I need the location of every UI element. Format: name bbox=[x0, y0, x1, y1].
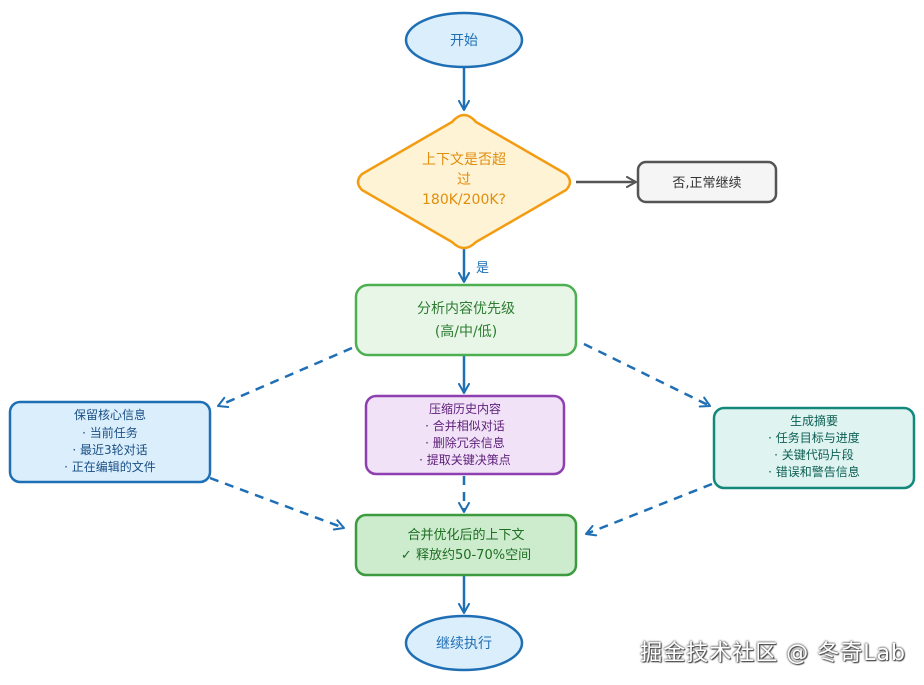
node-decision-line-2: 过 bbox=[457, 172, 471, 188]
edge-keep-core-to-merged bbox=[209, 476, 345, 531]
edge-summary-to-merged bbox=[585, 482, 713, 537]
node-compress: 压缩历史内容 · 合并相似对话 · 删除冗余信息 · 提取关键决策点 bbox=[364, 394, 566, 476]
node-compress-line-1: 压缩历史内容 bbox=[429, 401, 501, 416]
node-compress-line-3: · 删除冗余信息 bbox=[425, 435, 505, 450]
node-decision-line-1: 上下文是否超 bbox=[422, 152, 506, 168]
node-summary-line-4: · 错误和警告信息 bbox=[768, 464, 860, 479]
node-compress-line-2: · 合并相似对话 bbox=[425, 418, 505, 433]
node-end: 继续执行 bbox=[404, 614, 524, 672]
node-compress-line-4: · 提取关键决策点 bbox=[419, 452, 511, 467]
node-no-branch: 否,正常继续 bbox=[636, 160, 778, 204]
node-no-branch-label: 否,正常继续 bbox=[672, 176, 741, 191]
node-merged-line-2: ✓ 释放约50-70%空间 bbox=[401, 548, 531, 563]
node-keep-core-line-2: · 当前任务 bbox=[82, 425, 138, 440]
node-summary-line-2: · 任务目标与进度 bbox=[768, 430, 860, 445]
node-keep-core: 保留核心信息 · 当前任务 · 最近3轮对话 · 正在编辑的文件 bbox=[8, 400, 212, 484]
edges: 是 bbox=[209, 68, 713, 614]
node-summary: 生成摘要 · 任务目标与进度 · 关键代码片段 · 错误和警告信息 bbox=[712, 406, 916, 490]
node-keep-core-line-3: · 最近3轮对话 bbox=[72, 443, 147, 457]
node-merged: 合并优化后的上下文 ✓ 释放约50-70%空间 bbox=[354, 513, 578, 577]
node-start-label: 开始 bbox=[450, 33, 478, 49]
node-analyze-line-2: (高/中/低) bbox=[435, 323, 497, 340]
node-summary-line-1: 生成摘要 bbox=[790, 413, 838, 428]
node-keep-core-line-4: · 正在编辑的文件 bbox=[64, 459, 156, 474]
edge-analyze-to-summary bbox=[583, 342, 711, 408]
node-decision-line-3: 180K/200K? bbox=[422, 192, 506, 208]
edge-analyze-to-keep-core bbox=[217, 346, 353, 409]
node-end-label: 继续执行 bbox=[436, 635, 492, 652]
node-summary-line-3: · 关键代码片段 bbox=[774, 447, 854, 462]
edge-yes-label: 是 bbox=[476, 261, 489, 276]
node-merged-line-1: 合并优化后的上下文 bbox=[407, 527, 524, 543]
node-analyze: 分析内容优先级 (高/中/低) bbox=[354, 283, 578, 357]
node-keep-core-line-1: 保留核心信息 bbox=[74, 407, 146, 422]
watermark: 掘金技术社区 @ 冬奇Lab bbox=[640, 641, 906, 666]
node-analyze-line-1: 分析内容优先级 bbox=[417, 300, 515, 317]
node-decision: 上下文是否超 过 180K/200K? bbox=[356, 113, 572, 250]
node-start: 开始 bbox=[404, 11, 524, 69]
